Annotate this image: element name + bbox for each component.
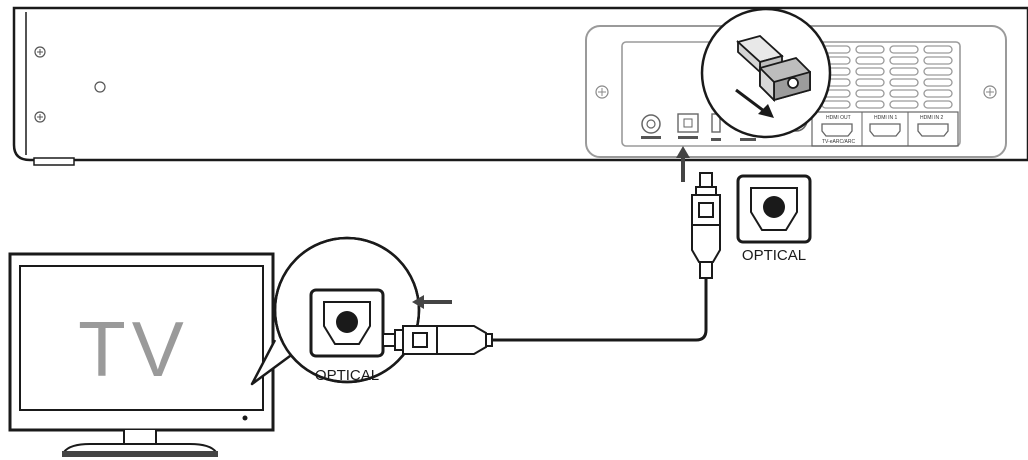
- left-arrow-icon: [412, 295, 452, 309]
- optical-plug-horizontal: [382, 325, 493, 355]
- coaxial-port: [641, 114, 661, 139]
- up-arrow-icon: [676, 146, 690, 182]
- optical-port-small: [677, 113, 699, 139]
- optical-port-icon: [736, 174, 812, 244]
- screw-icon: [34, 111, 46, 123]
- tv-optical-port-icon: [309, 288, 385, 358]
- hdmi-in-1-label: HDMI IN 1: [874, 115, 898, 121]
- screw-icon: [595, 85, 609, 99]
- hdmi-out-sublabel: TV-eARC/ARC: [822, 139, 855, 145]
- screw-icon: [983, 85, 997, 99]
- hdmi-port: [821, 123, 949, 137]
- tv: [8, 252, 275, 457]
- optical-cable: [488, 278, 708, 342]
- optical-plug-icon: [736, 35, 811, 103]
- hdmi-in-2-label: HDMI IN 2: [920, 115, 944, 121]
- screw-icon: [34, 46, 46, 58]
- hdmi-out-label: HDMI OUT: [826, 115, 851, 121]
- soundbar-optical-label: OPTICAL: [742, 247, 806, 264]
- mount-hole-icon: [94, 81, 106, 93]
- vent-grille: [821, 45, 953, 109]
- tv-label: TV: [78, 305, 190, 393]
- optical-plug-vertical: [691, 172, 721, 279]
- plug-magnifier-callout: [700, 7, 832, 139]
- insert-arrow-icon: [735, 88, 774, 118]
- tv-optical-label: OPTICAL: [315, 367, 379, 384]
